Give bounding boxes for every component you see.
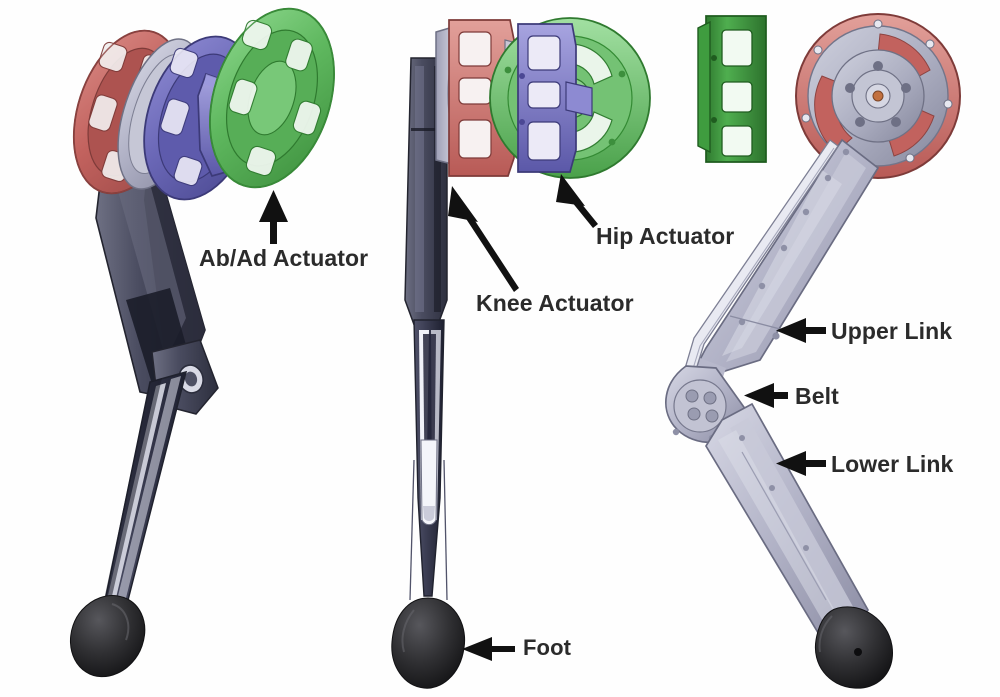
middle-hip-module-blue — [517, 23, 593, 173]
middle-front-view — [391, 17, 651, 689]
arrow-ab-ad-actuator — [259, 190, 288, 244]
label-hip-actuator: Hip Actuator — [596, 223, 735, 249]
right-lower-link — [705, 402, 870, 637]
right-side-view — [665, 13, 961, 689]
label-belt: Belt — [795, 383, 839, 409]
label-ab-ad-actuator: Ab/Ad Actuator — [199, 245, 369, 271]
label-knee-actuator: Knee Actuator — [476, 290, 634, 316]
left-isometric-view — [69, 7, 335, 678]
left-knee-actuator-green — [209, 7, 335, 189]
middle-lower-link — [409, 319, 448, 601]
arrow-hip-actuator — [556, 174, 598, 228]
left-lower-link — [103, 370, 188, 608]
label-foot: Foot — [523, 635, 572, 660]
arrow-belt — [744, 383, 788, 408]
right-hip-rotor — [795, 13, 961, 179]
right-upper-link — [684, 138, 880, 402]
arrow-foot — [462, 637, 515, 661]
label-lower-link: Lower Link — [831, 451, 954, 477]
arrow-lower-link — [776, 451, 826, 476]
arrow-upper-link — [776, 318, 826, 343]
left-foot — [69, 595, 146, 678]
label-upper-link: Upper Link — [831, 318, 953, 344]
leader-arrows — [259, 174, 826, 661]
middle-foot — [391, 597, 466, 689]
arrow-knee-actuator — [448, 186, 519, 292]
right-green-bracket — [697, 15, 767, 163]
right-foot — [814, 606, 893, 689]
